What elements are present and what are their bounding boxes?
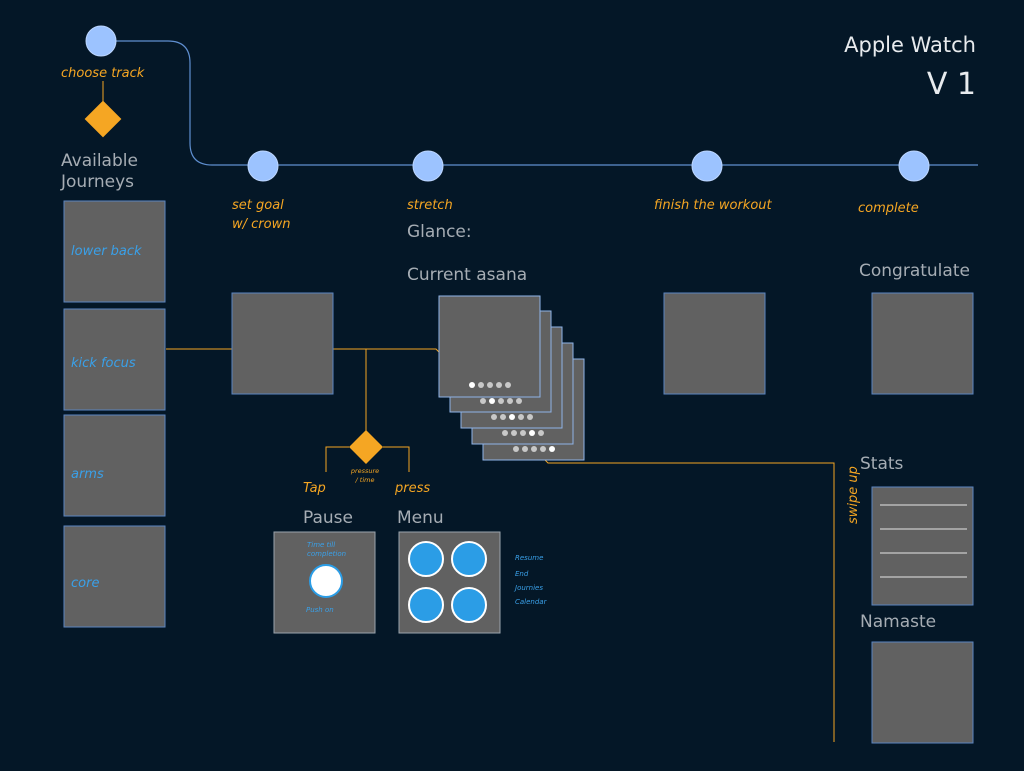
namaste-screen[interactable] [871,641,974,744]
step-label-complete: complete [858,201,919,216]
journey-label: arms [71,467,104,482]
page-dots [480,398,522,404]
namaste-title: Namaste [860,612,936,632]
menu-calendar-button[interactable] [451,587,487,623]
timeline-node-set-goal[interactable] [247,150,279,182]
timeline-node-complete[interactable] [898,150,930,182]
version-label: V 1 [927,67,976,102]
menu-resume-button[interactable] [408,541,444,577]
choose-track-decision-diamond [84,100,122,138]
menu-item-label: Calendar [515,598,548,606]
journey-card-core[interactable] [63,525,166,628]
pause-time-label: Time till [307,541,335,549]
journey-label: kick focus [71,356,136,371]
journeys-heading: Available [61,151,138,171]
journey-card-kick-focus[interactable] [63,308,166,411]
flow-line-main [166,348,835,742]
timeline-node-finish[interactable] [691,150,723,182]
set-goal-screen[interactable] [231,292,334,395]
menu-title: Menu [397,508,444,528]
push-on-label: Push on [306,606,334,614]
pause-title: Pause [303,508,353,528]
step-label-set-goal-2: w/ crown [232,217,290,232]
finish-workout-screen[interactable] [663,292,766,395]
page-dots [513,446,555,452]
press-branch-line [383,446,410,472]
journey-card-arms[interactable] [63,414,166,517]
glance-label: Glance: [407,222,472,242]
timeline-connector [101,40,978,166]
decision-caption: pressure [350,467,379,475]
asana-card-stack[interactable] [438,295,585,461]
step-label-set-goal: set goal [232,198,284,213]
menu-end-button[interactable] [451,541,487,577]
page-dots [502,430,544,436]
journey-label: lower back [71,244,142,259]
timeline-node-stretch[interactable] [412,150,444,182]
decision-caption-2: / time [355,476,375,484]
congratulate-title: Congratulate [859,261,970,281]
tap-branch-line [325,446,349,472]
app-title: Apple Watch [844,33,976,57]
step-label-finish: finish the workout [654,198,773,213]
asana-card [438,295,541,398]
menu-journies-button[interactable] [408,587,444,623]
journey-label: core [71,576,99,591]
press-label: press [394,481,430,496]
congratulate-screen[interactable] [871,292,974,395]
journey-card-lower-back[interactable] [63,200,166,303]
menu-item-label: Journies [513,584,543,592]
timeline-node-choose-track[interactable] [85,25,117,57]
tap-label: Tap [303,481,326,496]
journeys-heading-2: Journeys [60,172,134,192]
current-asana-label: Current asana [407,265,527,285]
page-dots [491,414,533,420]
page-dots [469,382,511,388]
stats-title: Stats [860,454,904,474]
stats-screen[interactable] [871,486,974,606]
step-label-choose-track: choose track [61,66,145,81]
pause-time-label-2: completion [307,550,346,558]
pressure-decision-diamond [349,430,383,464]
step-label-stretch: stretch [407,198,453,213]
push-on-button[interactable] [309,564,343,598]
menu-item-label: End [515,570,529,578]
menu-item-label: Resume [515,554,543,562]
swipe-up-label: swipe up [846,466,861,524]
